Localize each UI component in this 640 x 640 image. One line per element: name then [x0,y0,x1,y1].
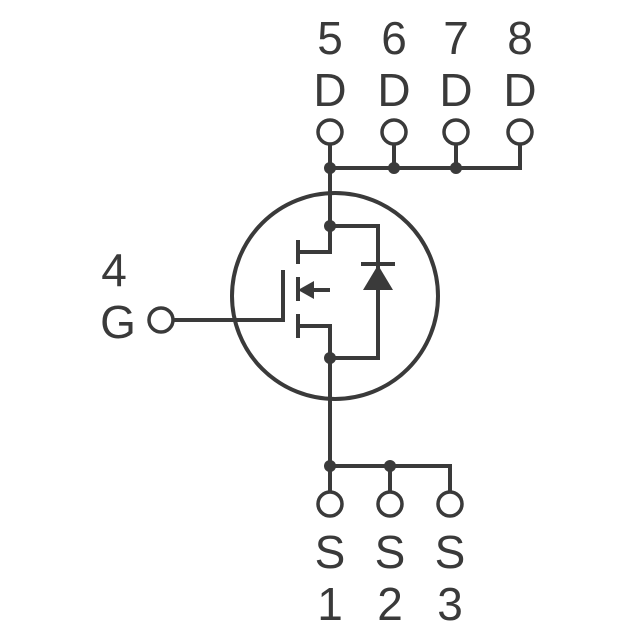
body-diode-loop [330,224,380,360]
drain-junction-dot [388,162,400,174]
source-terminal [436,490,464,518]
source-internal-junction-dot [324,352,336,364]
source-bus [328,464,452,492]
source-pin-number: 1 [317,578,343,630]
source-channel-link [298,324,332,358]
drain-pin-label: D [377,64,410,116]
source-junction-dot [384,460,396,472]
drain-pin-number: 7 [443,12,469,64]
drain-terminal [316,118,344,146]
drain-terminal [380,118,408,146]
drain-pin-number: 8 [507,12,533,64]
gate-pin-number: 4 [101,244,127,296]
drain-channel-link [298,226,332,254]
drain-pins: 5 6 7 8 D D D D [313,12,537,174]
body-diode-triangle-icon [363,265,393,290]
drain-pin-label: D [439,64,472,116]
drain-pin-label: D [313,64,346,116]
drain-terminal [506,118,534,146]
source-pin-label: S [375,526,406,578]
source-pin-number: 3 [437,578,463,630]
gate-terminal [147,306,175,334]
source-pin-label: S [315,526,346,578]
device-outline-circle [230,191,440,401]
gate-pin-label: G [100,296,136,348]
source-pin-label: S [435,526,466,578]
source-pin-number: 2 [377,578,403,630]
source-junction-dot [324,460,336,472]
drain-internal-junction-dot [324,220,336,232]
drain-pin-number: 6 [381,12,407,64]
drain-junction-dot [450,162,462,174]
body-arrow-icon [298,281,314,299]
source-pins: S S S 1 2 3 [315,460,466,630]
drain-terminal [442,118,470,146]
source-terminal [316,490,344,518]
drain-bus [328,143,522,170]
gate-pin: 4 G [100,244,283,348]
drain-pin-label: D [503,64,536,116]
source-terminal [376,490,404,518]
drain-pin-number: 5 [317,12,343,64]
mosfet-symbol [230,168,440,466]
